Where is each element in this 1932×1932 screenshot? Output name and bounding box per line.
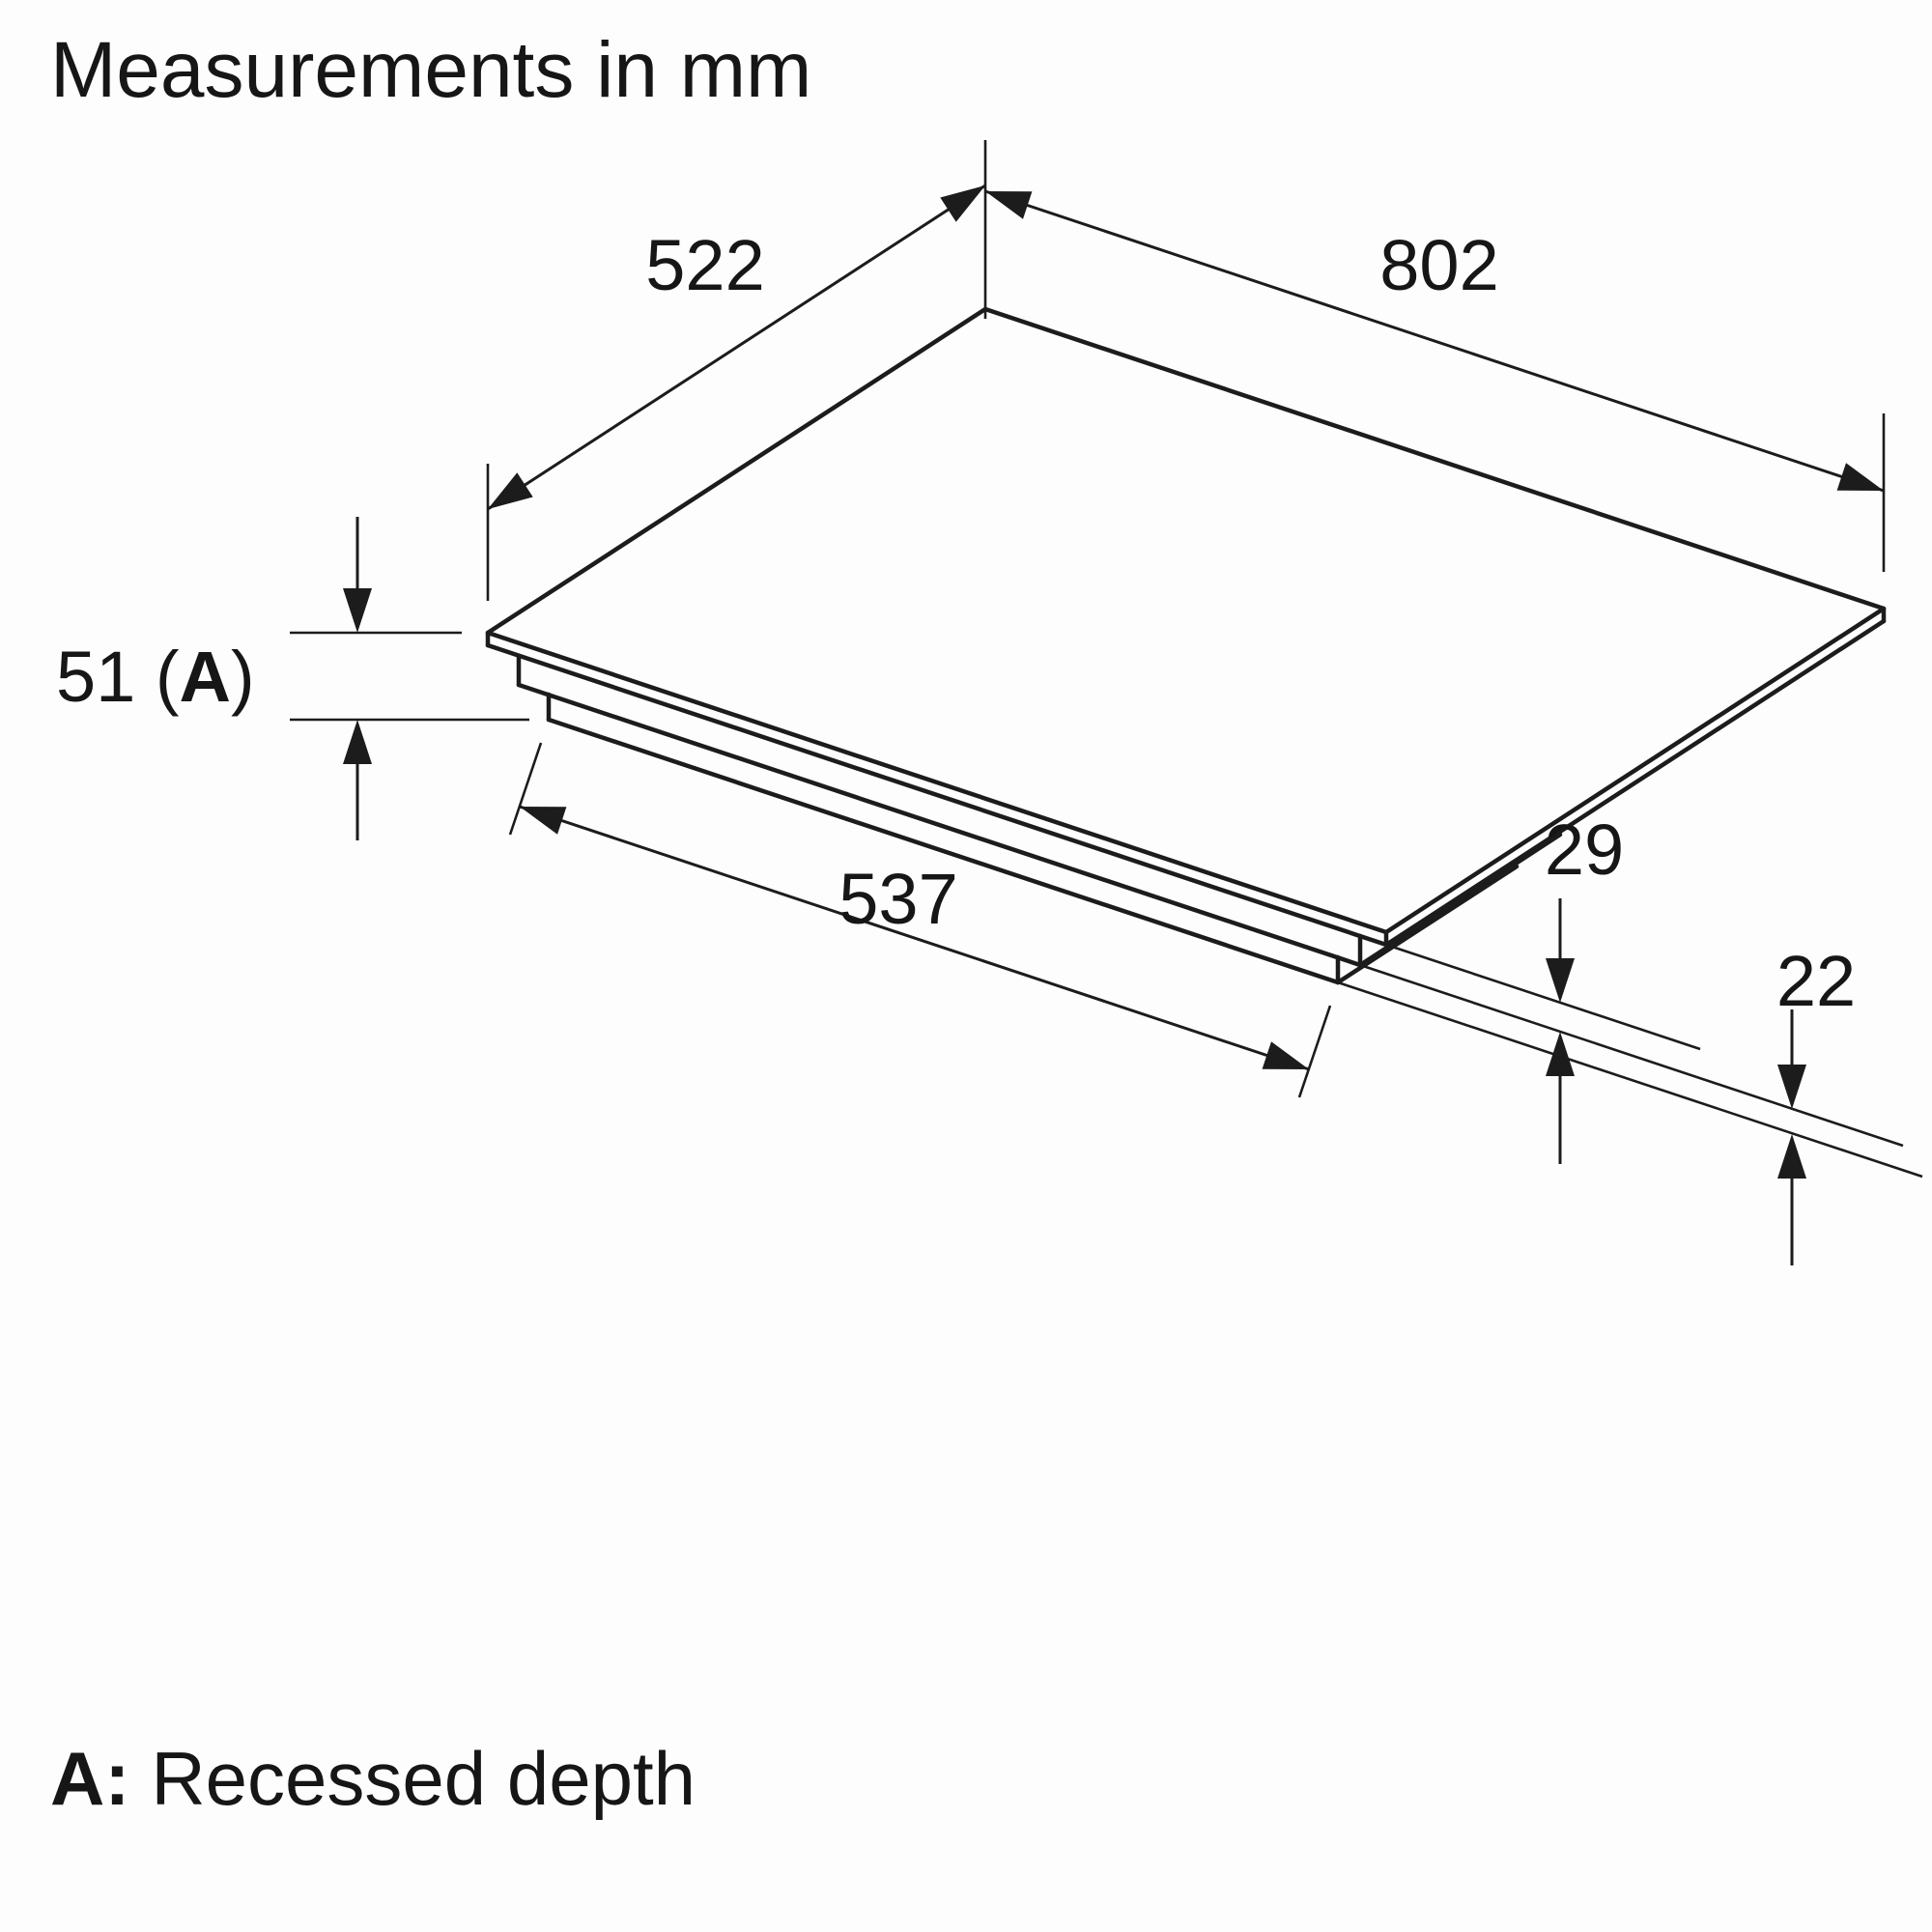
arrowhead <box>940 185 985 222</box>
extension-line-lower-box-bottom <box>1337 980 1923 1179</box>
upper-box-bottom-right-edge <box>1357 832 1563 968</box>
arrowhead-up <box>343 720 372 764</box>
arrowhead-down <box>343 588 372 633</box>
dimension-line-802 <box>984 189 1885 493</box>
dimension-522: 522 <box>486 140 987 601</box>
footnote-recessed-depth: A: Recessed depth <box>50 1736 696 1821</box>
lower-box-bottom-right-edge <box>1335 864 1520 985</box>
arrowhead-down <box>1546 958 1575 1003</box>
arrowhead <box>520 807 567 835</box>
arrowhead-down <box>1777 1065 1806 1109</box>
arrowhead <box>488 472 533 509</box>
dimension-51-recessed-depth: 51 (A) <box>56 517 529 840</box>
page-title: Measurements in mm <box>50 26 811 114</box>
arrowhead-up <box>1777 1134 1806 1179</box>
arrowhead-up <box>1546 1032 1575 1076</box>
dim-51-paren: ) <box>231 637 255 717</box>
dim-51-value: 51 ( <box>56 637 180 717</box>
glass-top-surface <box>485 306 1887 935</box>
extension-line-lower <box>1297 1005 1332 1098</box>
cooktop-drawing <box>485 306 1887 985</box>
extension-line-upper-box-bottom <box>1359 963 1904 1148</box>
dim-label-29: 29 <box>1545 810 1624 890</box>
extension-line-upper <box>508 742 543 836</box>
dim-label-522: 522 <box>645 225 764 305</box>
dimension-29: 29 <box>1359 810 1904 1164</box>
dim-label-51A: 51 (A) <box>56 637 255 717</box>
dim-label-22: 22 <box>1776 941 1856 1021</box>
dimension-22: 22 <box>1337 941 1923 1265</box>
glass-underside-left-edge <box>485 642 1389 948</box>
dim-label-537: 537 <box>838 859 957 939</box>
dimension-line-522 <box>487 184 986 511</box>
arrowhead <box>1836 463 1884 491</box>
footnote-label-A: A: <box>50 1736 129 1821</box>
lower-box-bottom-left-edge <box>546 717 1341 985</box>
footnote-text: Recessed depth <box>151 1736 696 1821</box>
dimension-802: 802 <box>984 189 1886 572</box>
dim-label-802: 802 <box>1379 225 1498 305</box>
upper-box-bottom-left-edge <box>516 682 1363 968</box>
arrowhead <box>1262 1041 1309 1069</box>
dimension-537: 537 <box>508 742 1332 1098</box>
dim-51-letter-A: A <box>180 637 231 717</box>
arrowhead <box>985 191 1033 219</box>
dimension-line-537 <box>519 805 1310 1071</box>
glass-underside-right-edge <box>1383 618 1887 948</box>
extension-line-glass-underside <box>1385 943 1701 1051</box>
